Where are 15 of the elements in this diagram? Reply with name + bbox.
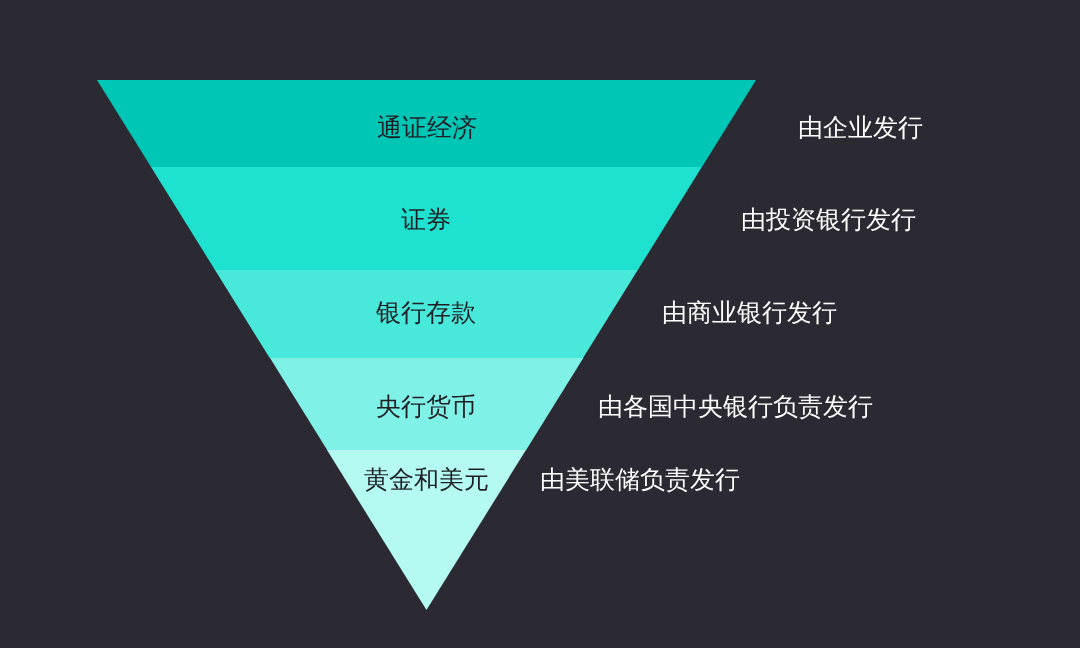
issuer-label: 由商业银行发行 <box>662 298 837 328</box>
issuer-label: 由投资银行发行 <box>741 205 916 235</box>
band-label: 黄金和美元 <box>363 465 490 495</box>
band-label: 证券 <box>400 205 453 235</box>
funnel-band <box>215 270 638 358</box>
band-label: 央行货币 <box>375 392 478 422</box>
funnel-band <box>151 167 702 270</box>
issuer-label: 由各国中央银行负责发行 <box>598 392 873 422</box>
band-label: 银行存款 <box>375 298 478 328</box>
issuer-label: 由美联储负责发行 <box>540 465 740 495</box>
funnel-band <box>97 80 756 167</box>
funnel-band <box>327 450 526 610</box>
band-label: 通证经济 <box>375 113 478 143</box>
funnel-band <box>269 358 584 450</box>
issuer-label: 由企业发行 <box>798 113 923 143</box>
